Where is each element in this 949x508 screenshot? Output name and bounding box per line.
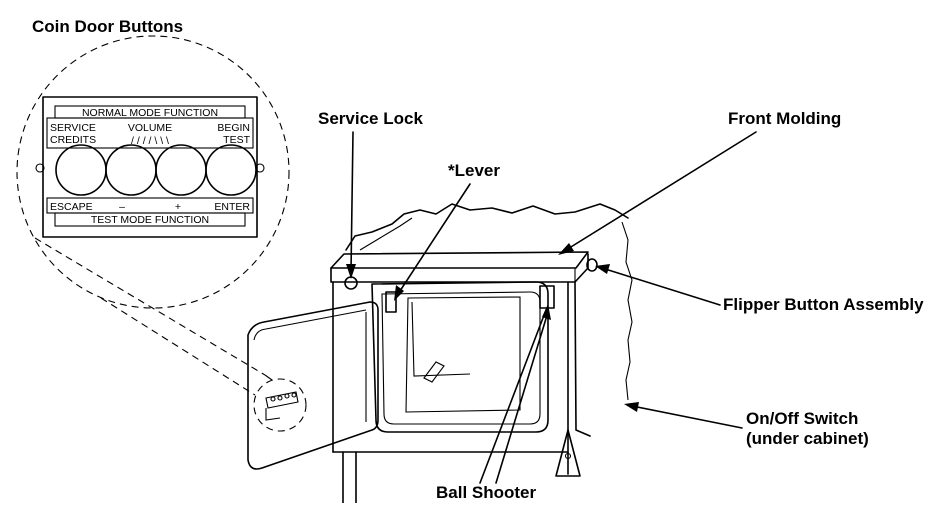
label-on-off-switch: On/Off Switch: [746, 409, 858, 428]
plate-volume: VOLUME: [128, 122, 172, 134]
coin-door-button-icon: [55, 144, 107, 196]
plate-credits: CREDITS: [50, 134, 96, 146]
arrow-icon: [394, 285, 404, 301]
plate-service: SERVICE: [50, 122, 96, 134]
arrow-icon: [346, 264, 356, 279]
label-coin-door-buttons: Coin Door Buttons: [32, 17, 183, 36]
label-on-off-switch-note: (under cabinet): [746, 429, 869, 448]
label-lever: *Lever: [448, 161, 500, 180]
leader-lines: [264, 131, 757, 484]
arrow-icon: [542, 304, 551, 320]
label-ball-shooter: Ball Shooter: [436, 483, 537, 502]
plate-escape: ESCAPE: [50, 201, 93, 213]
arrow-icon: [624, 402, 639, 412]
coin-door-button-icon: [155, 144, 207, 196]
plate-plus: +: [175, 201, 181, 213]
plate-test: TEST: [223, 134, 250, 146]
arrow-icon: [558, 243, 574, 255]
label-service-lock: Service Lock: [318, 109, 423, 128]
plate-test-mode: TEST MODE FUNCTION: [91, 214, 209, 226]
cabinet-illustration: [247, 203, 633, 504]
label-flipper-button-assembly: Flipper Button Assembly: [723, 295, 924, 314]
label-front-molding: Front Molding: [728, 109, 841, 128]
coin-door-button-plate: NORMAL MODE FUNCTION SERVICE CREDITS VOL…: [35, 96, 265, 238]
arrow-icon: [595, 264, 610, 274]
coin-door-button-icon: [205, 144, 257, 196]
plate-begin: BEGIN: [217, 122, 250, 134]
zoom-callout: [16, 35, 290, 396]
plate-volume-slashes: / / / / \ \ \: [131, 135, 169, 147]
coin-door-button-icon: [105, 144, 157, 196]
plate-normal-mode: NORMAL MODE FUNCTION: [82, 107, 218, 119]
plate-minus: –: [119, 201, 125, 213]
plate-enter: ENTER: [214, 201, 250, 213]
